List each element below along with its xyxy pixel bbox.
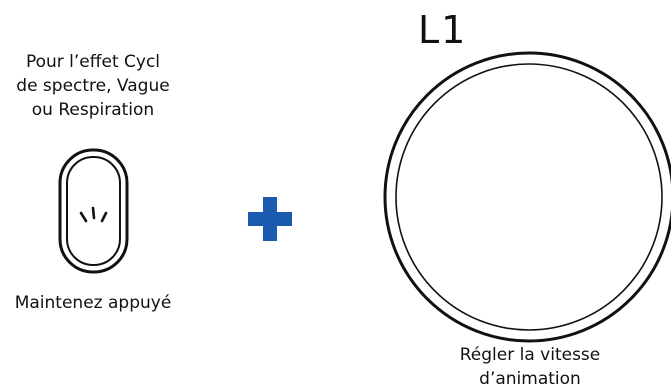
hold-button-icon	[58, 148, 129, 274]
instruction-text: Pour l’effet Cycl de spectre, Vague ou R…	[16, 52, 170, 120]
plus-icon	[248, 197, 292, 241]
plus-icon-vertical-bar	[263, 197, 277, 241]
rotary-knob-icon	[383, 51, 671, 343]
knob-caption: Régler la vitesse d’animation	[459, 345, 601, 389]
knob-label: L1	[418, 8, 468, 52]
hold-caption: Maintenez appuyé	[14, 293, 172, 313]
